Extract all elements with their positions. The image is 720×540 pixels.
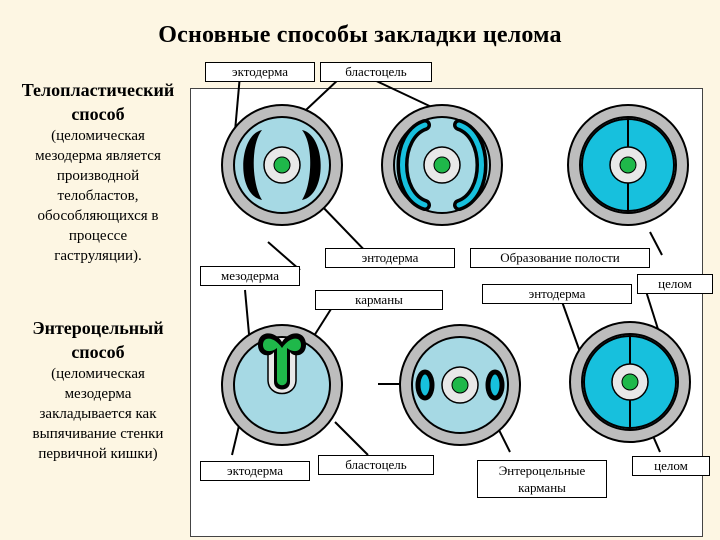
entero-desc-line: (целомическая (51, 366, 145, 382)
mesoderm-band (302, 130, 321, 200)
telo-name-line1: Телопластический (21, 80, 175, 100)
label-entero-pockets-line2: карманы (518, 480, 566, 495)
entero-desc-line: мезодерма (64, 386, 132, 402)
mesoderm-band (243, 130, 262, 200)
label-blastocoel-top: бластоцель (320, 62, 432, 82)
endoderm-core (433, 156, 451, 174)
entero-desc-line: закладывается как (39, 406, 157, 422)
telo-desc-line: обособляющихся в (37, 208, 159, 224)
telo-name-line2: способ (71, 104, 125, 124)
entero-stage-2 (399, 324, 521, 446)
label-entero-pockets-line1: Энтероцельные (498, 463, 586, 478)
telo-desc-line: мезодерма является (35, 148, 161, 164)
entero-stage-3 (569, 321, 691, 443)
label-pockets: карманы (315, 290, 443, 310)
label-endoderm-right: энтодерма (482, 284, 632, 304)
endoderm-core (263, 338, 301, 386)
telo-stage-2 (381, 104, 503, 226)
coelom-cavity (400, 122, 428, 208)
telo-stage-1 (221, 104, 343, 226)
entero-pocket (415, 369, 435, 401)
label-entero-pockets: Энтероцельные карманы (477, 460, 607, 498)
coelom-cavity (456, 122, 484, 208)
pointer-line (559, 295, 581, 353)
pointer-line (334, 421, 369, 456)
pointer-line (267, 241, 301, 271)
label-blastocoel-bottom: бластоцель (318, 455, 434, 475)
endoderm-core (273, 156, 291, 174)
telo-desc-line: телобластов, (57, 188, 139, 204)
label-ectoderm-bottom: эктодерма (200, 461, 310, 481)
label-mesoderm: мезодерма (200, 266, 300, 286)
entero-name-line1: Энтероцельный (32, 318, 164, 338)
telo-row (221, 104, 689, 226)
label-cavity-formation: Образование полости (470, 248, 650, 268)
telo-desc-line: гаструляции). (54, 248, 142, 264)
entero-desc-line: первичной кишки) (38, 446, 158, 462)
telo-desc-line: (целомическая (51, 128, 145, 144)
endoderm-core (451, 376, 469, 394)
telo-desc-line: процессе (68, 228, 128, 244)
entero-name-line2: способ (71, 342, 125, 362)
telo-description: Телопластический способ (целомическая ме… (8, 78, 188, 266)
entero-pocket (485, 369, 505, 401)
entero-desc-line: выпячивание стенки (32, 426, 164, 442)
label-coelom-top: целом (637, 274, 713, 294)
endoderm-core (621, 373, 639, 391)
label-endoderm-mid: энтодерма (325, 248, 455, 268)
endoderm-core (619, 156, 637, 174)
pointer-line (649, 231, 663, 256)
page-title: Основные способы закладки целома (158, 22, 562, 48)
label-coelom-bottom: целом (632, 456, 710, 476)
entero-row (221, 321, 691, 446)
entero-stage-1 (221, 324, 343, 446)
label-ectoderm-top: эктодерма (205, 62, 315, 82)
telo-stage-3 (567, 104, 689, 226)
entero-description: Энтероцельный способ (целомическая мезод… (8, 316, 188, 464)
telo-desc-line: производной (56, 168, 140, 184)
